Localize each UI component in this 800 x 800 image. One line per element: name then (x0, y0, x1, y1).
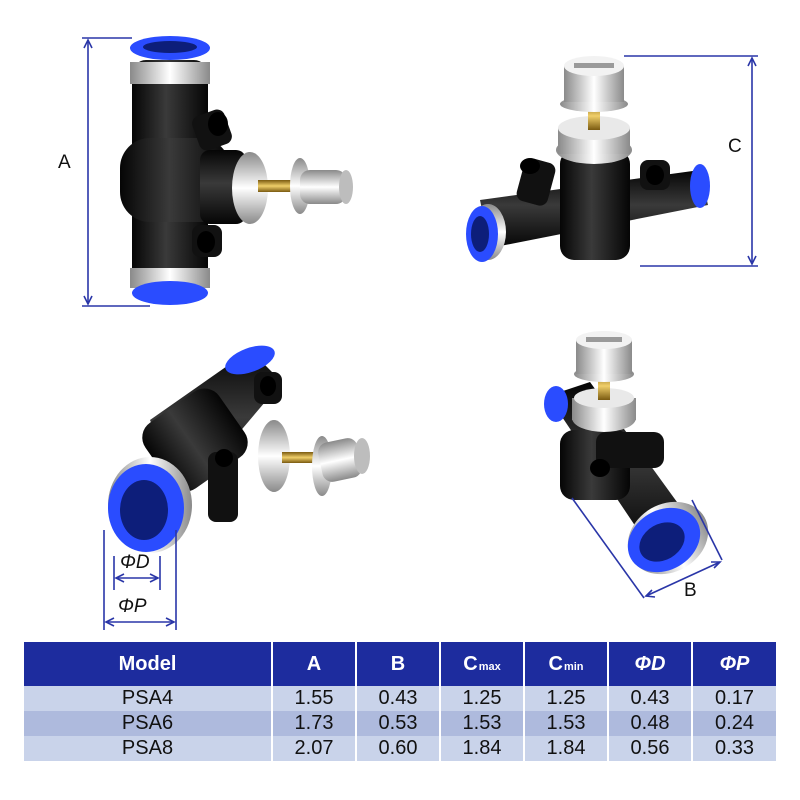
header-cmax-sub: max (478, 660, 501, 673)
cell-p: 0.24 (692, 711, 776, 736)
spec-table-container: Model A B Cmax Cmin ΦD ΦP PSA4 1.55 0.43… (24, 642, 776, 761)
cell-a: 2.07 (272, 736, 357, 761)
table-row: PSA8 2.07 0.60 1.84 1.84 0.56 0.33 (24, 736, 776, 761)
header-d: ΦD (608, 642, 693, 686)
table-row: PSA4 1.55 0.43 1.25 1.25 0.43 0.17 (24, 686, 776, 711)
cell-b: 0.53 (356, 711, 441, 736)
dimension-label-b: B (684, 580, 697, 601)
header-model: Model (24, 642, 273, 686)
fitting-view-top (466, 56, 710, 262)
dimension-label-p: ΦP (118, 596, 147, 617)
header-cmin: Cmin (524, 642, 609, 686)
header-cmax: Cmax (440, 642, 525, 686)
cell-cmax: 1.25 (440, 686, 525, 711)
cell-cmax: 1.53 (440, 711, 525, 736)
dimension-c (624, 55, 758, 267)
header-a: A (272, 642, 357, 686)
dimension-label-a: A (58, 152, 71, 173)
fitting-view-front (120, 36, 353, 305)
header-cmax-label: C (463, 652, 478, 675)
cell-d: 0.56 (608, 736, 693, 761)
dimension-label-d: ΦD (120, 552, 150, 573)
cell-p: 0.17 (692, 686, 776, 711)
dimension-p (103, 530, 177, 630)
product-illustration (82, 36, 758, 630)
cell-p: 0.33 (692, 736, 776, 761)
fitting-view-port (108, 345, 370, 553)
cell-d: 0.43 (608, 686, 693, 711)
header-p: ΦP (692, 642, 776, 686)
table-row: PSA6 1.73 0.53 1.53 1.53 0.48 0.24 (24, 711, 776, 736)
cell-a: 1.73 (272, 711, 357, 736)
cell-cmin: 1.84 (524, 736, 609, 761)
cell-model: PSA8 (24, 736, 273, 761)
cell-b: 0.60 (356, 736, 441, 761)
dimension-b (571, 497, 723, 599)
cell-d: 0.48 (608, 711, 693, 736)
cell-a: 1.55 (272, 686, 357, 711)
cell-cmax: 1.84 (440, 736, 525, 761)
cell-cmin: 1.25 (524, 686, 609, 711)
cell-b: 0.43 (356, 686, 441, 711)
cell-model: PSA6 (24, 711, 273, 736)
fitting-view-side (544, 331, 709, 575)
spec-table: Model A B Cmax Cmin ΦD ΦP PSA4 1.55 0.43… (24, 642, 776, 761)
dimension-a (82, 37, 150, 307)
header-b: B (356, 642, 441, 686)
table-header-row: Model A B Cmax Cmin ΦD ΦP (24, 642, 776, 686)
dimension-d (113, 556, 161, 590)
header-cmin-label: C (548, 652, 563, 675)
cell-model: PSA4 (24, 686, 273, 711)
header-cmin-sub: min (563, 660, 584, 673)
cell-cmin: 1.53 (524, 711, 609, 736)
dimension-label-c: C (728, 136, 742, 157)
